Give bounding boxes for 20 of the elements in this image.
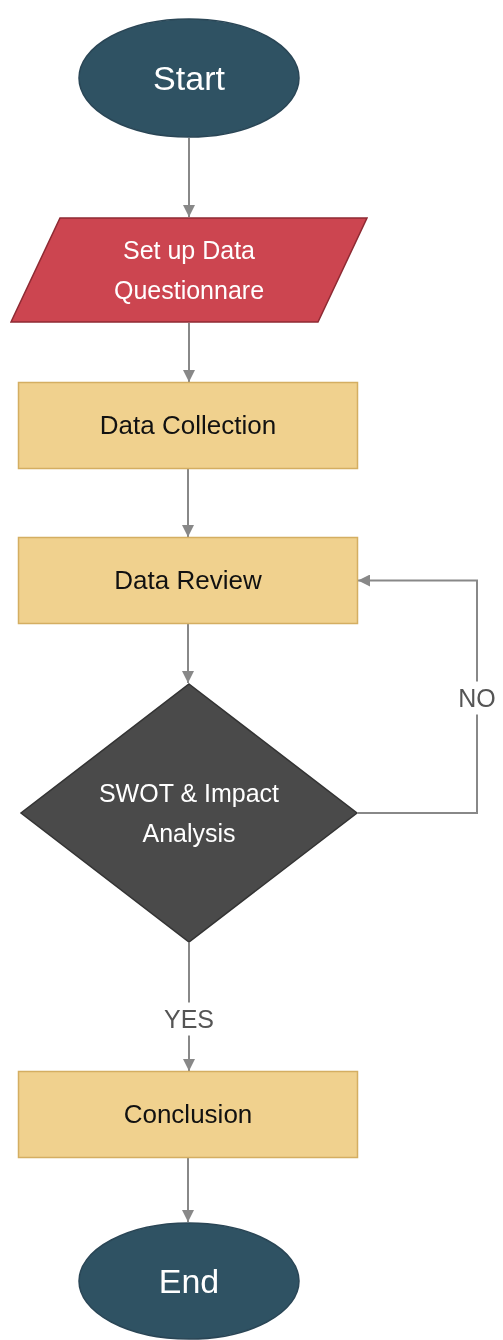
arrow [183, 137, 195, 218]
arrow [182, 468, 194, 538]
decision-diamond [20, 683, 358, 943]
process-box [18, 382, 358, 469]
node-label: Start [153, 57, 225, 99]
terminal-ellipse [78, 1222, 300, 1340]
node-label: Data Review [114, 563, 262, 597]
arrow [182, 623, 194, 684]
node-label: Conclusion [123, 1097, 253, 1131]
node-label: Data Collection [99, 408, 277, 442]
arrow [183, 322, 195, 383]
input-parallelogram [10, 217, 368, 323]
arrow [182, 1157, 194, 1223]
process-box [18, 537, 358, 624]
terminal-ellipse [78, 18, 300, 138]
node-label: Set up Data Questionnare [112, 235, 266, 306]
node-label: End [158, 1260, 220, 1302]
process-box [18, 1071, 358, 1158]
node-label: SWOT & Impact Analysis [97, 778, 281, 849]
arrow [357, 574, 478, 814]
